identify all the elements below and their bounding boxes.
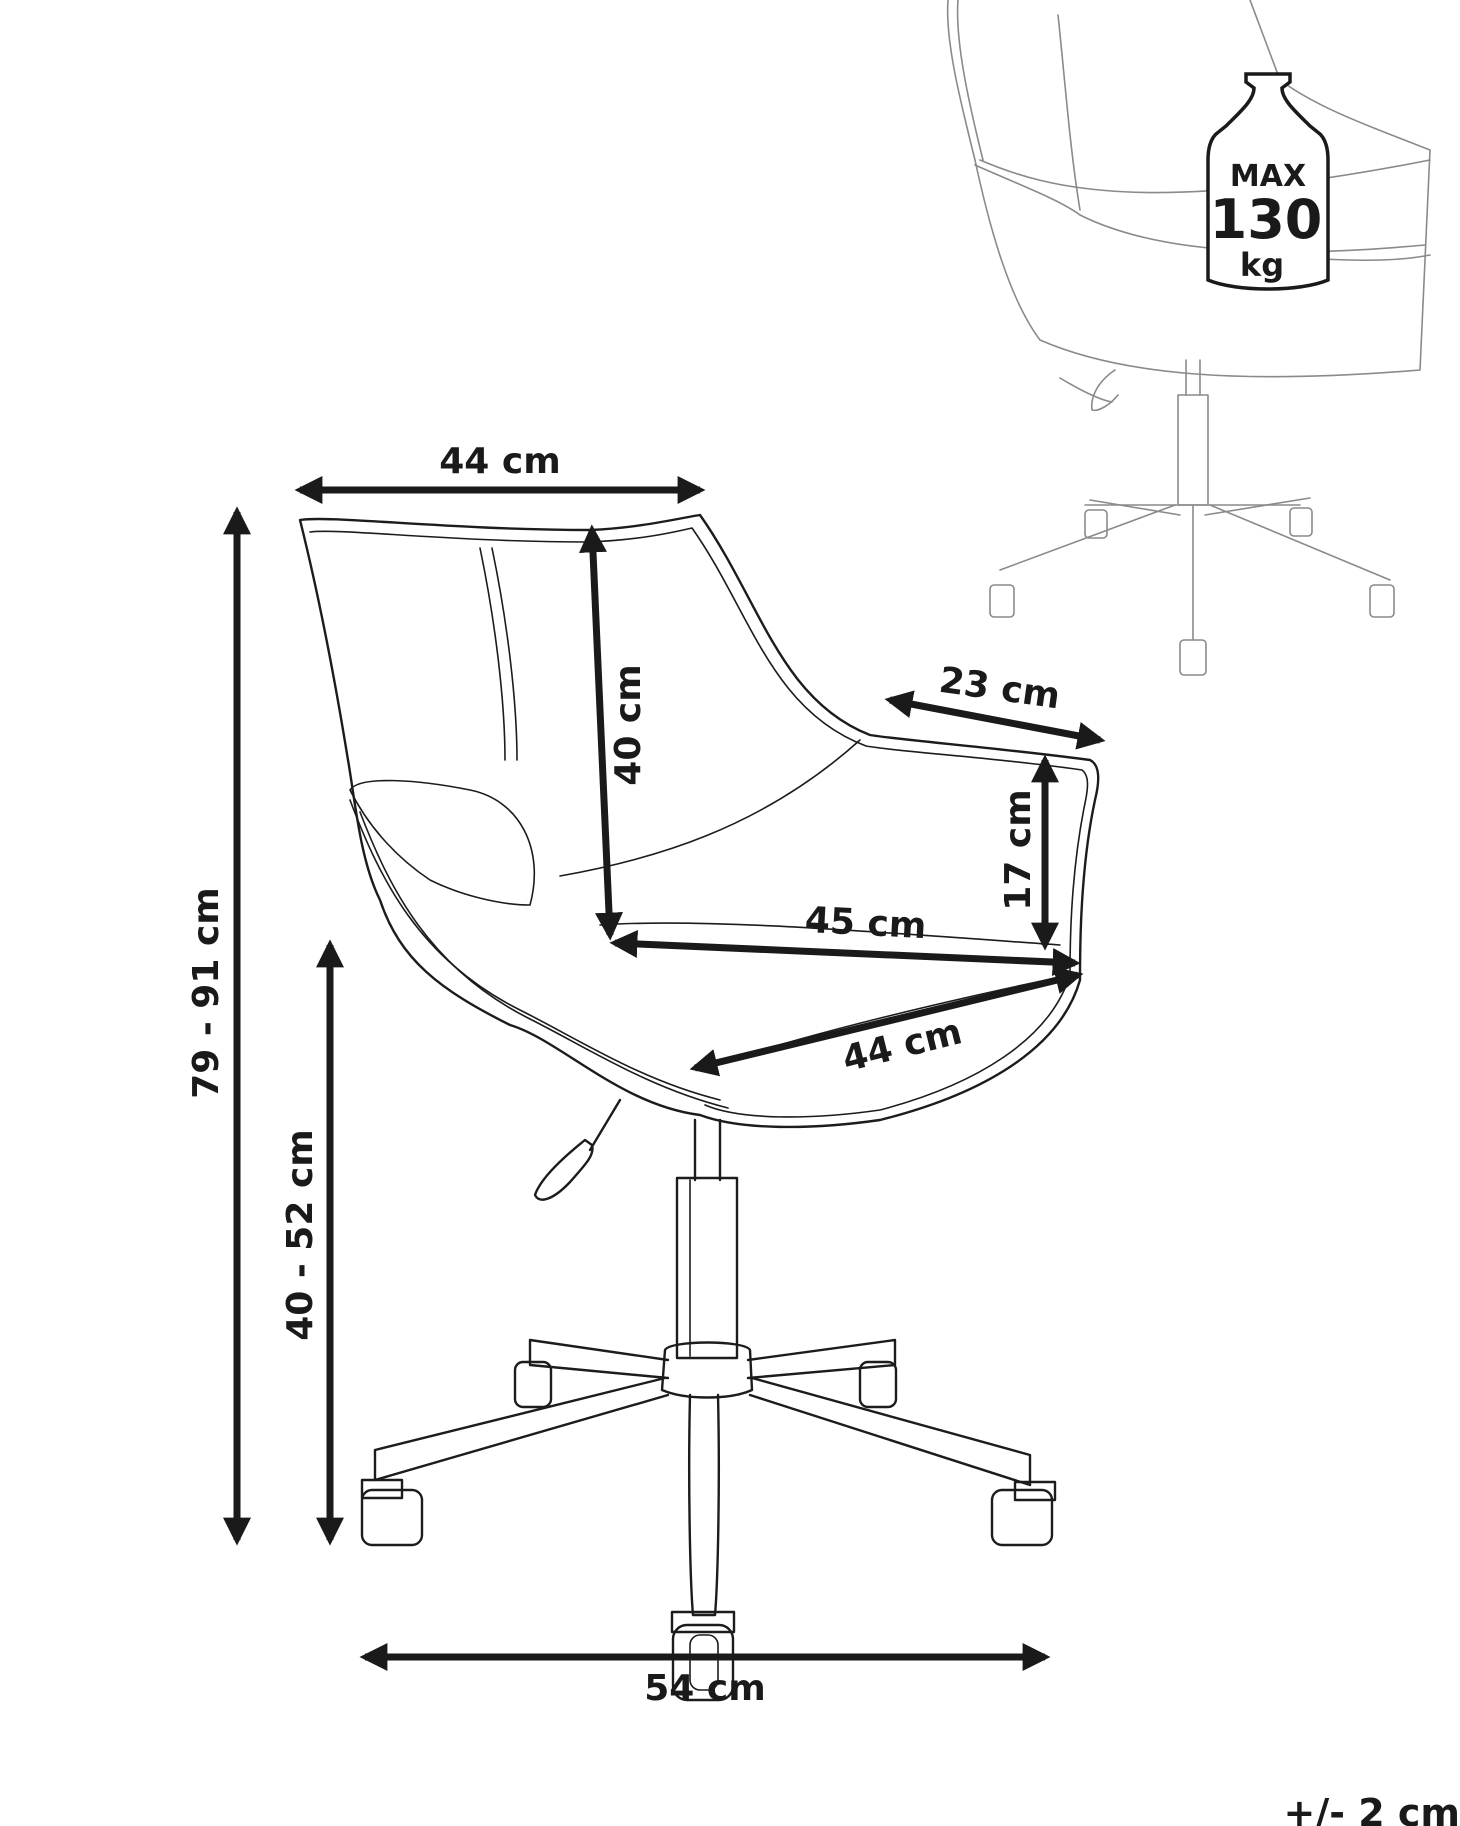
tolerance-note: +/- 2 cm (1283, 1791, 1460, 1826)
base-width-label: 54 cm (644, 1668, 765, 1709)
seat-depth-label: 44 cm (838, 1011, 966, 1080)
dimension-labels: 44 cm 40 cm 23 cm 17 cm 45 cm 44 cm 79 -… (186, 441, 1460, 1826)
reference-chair-illustration (946, 0, 1431, 676)
caster-back-right (858, 1360, 898, 1409)
caster-right (990, 1480, 1057, 1547)
caster-left (360, 1478, 424, 1547)
seat-depth-arrow (689, 966, 1084, 1077)
armrest-length-label: 23 cm (937, 660, 1063, 718)
back-width-label: 44 cm (439, 441, 560, 482)
seat-width-label: 45 cm (804, 900, 927, 947)
max-load-value: 130 (1210, 188, 1323, 251)
armrest-height-label: 17 cm (998, 789, 1039, 910)
max-load-weight-icon: MAX 130 kg (1206, 72, 1330, 291)
dimension-arrows (223, 476, 1106, 1671)
max-load-unit: kg (1240, 246, 1284, 284)
caster-back-left (513, 1360, 553, 1409)
armrest-length-arrow (884, 690, 1106, 750)
backrest-height-arrow (579, 524, 623, 941)
total-height-label: 79 - 91 cm (186, 887, 227, 1099)
backrest-height-label: 40 cm (608, 664, 649, 785)
seat-width-arrow (609, 929, 1081, 977)
max-load-label: MAX (1230, 159, 1306, 194)
seat-height-label: 40 - 52 cm (280, 1129, 321, 1341)
